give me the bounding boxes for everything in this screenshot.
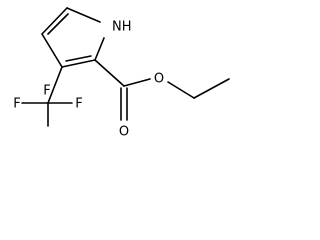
bond-ch2-ch3 — [193, 78, 230, 99]
nh-label: NH — [112, 20, 132, 35]
bond-carbonyl-c-o-ester — [123, 78, 151, 87]
fluorine-top-label: F — [43, 84, 50, 99]
ring-bond-c2-c3 — [61, 59, 96, 68]
ring-bond-n-c2 — [94, 37, 105, 61]
ring-bond-c2-c3-inner — [65, 55, 92, 62]
ring-bond-c3-c4 — [41, 33, 63, 68]
bond-c2-carbonyl-c — [94, 59, 125, 87]
carbonyl-oxygen-label: O — [119, 125, 129, 140]
fluorine-left-label: F — [13, 97, 20, 112]
bond-o-ester-ch2 — [167, 81, 195, 99]
chemical-structure-diagram: NH F F F O O — [13, 7, 230, 140]
ring-bond-c4-c5-inner — [47, 13, 69, 35]
ring-bond-c5-n — [66, 7, 101, 23]
ring-bond-c4-c5 — [41, 7, 68, 35]
bond-c3-cf3 — [47, 66, 63, 104]
ester-oxygen-label: O — [154, 72, 164, 87]
fluorine-right-label: F — [75, 97, 82, 112]
